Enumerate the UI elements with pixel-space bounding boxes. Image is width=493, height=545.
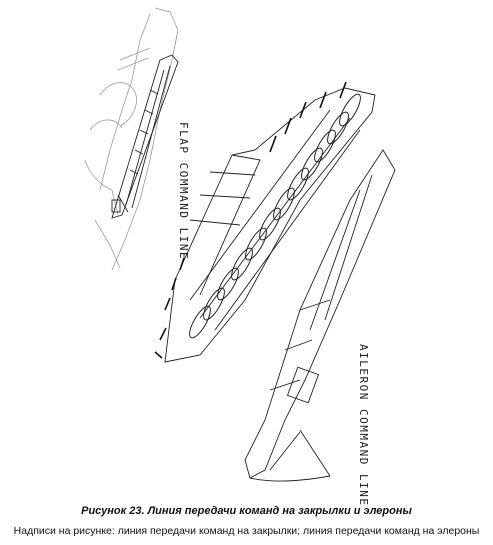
flap-command-line-label: FLAP COMMAND LINE [177,122,190,261]
wing-ribs [189,93,361,339]
aileron-command-line [244,149,396,482]
figure-note: Надписи на рисунке: линия передачи коман… [13,525,480,537]
flap-command-line [111,54,179,219]
aileron-command-line-label: AILERON COMMAND LINE [357,344,370,507]
wing-structure [164,87,376,363]
fuselage-sketch [84,7,179,271]
wing-diagram: FLAP COMMAND LINE AILERON COMMAND LINE [84,7,396,506]
wing-stringers [154,81,347,359]
figure-caption: Рисунок 23. Линия передачи команд на зак… [81,505,412,517]
